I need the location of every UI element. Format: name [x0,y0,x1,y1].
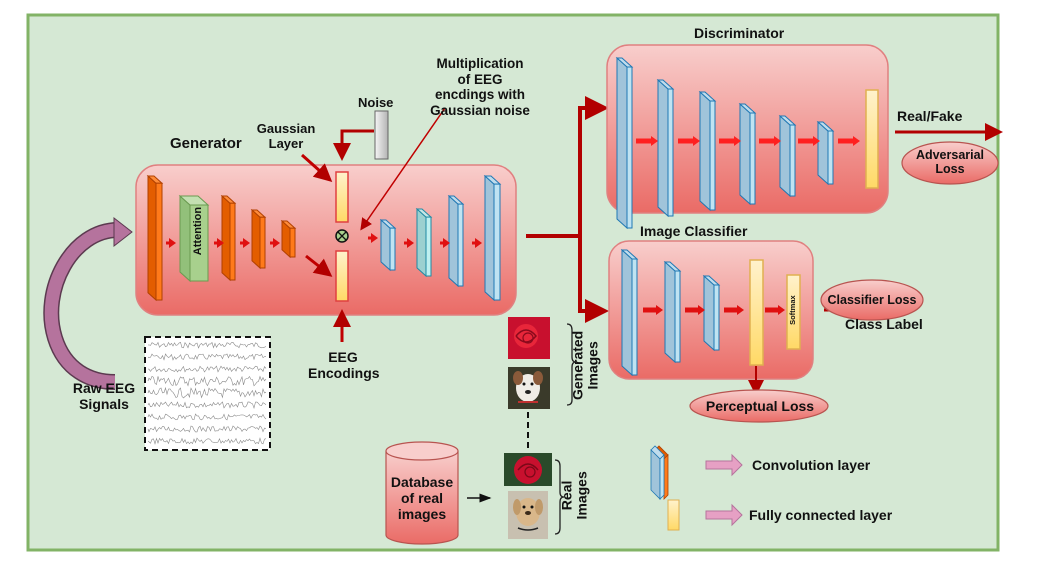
layer-arrow [643,305,663,315]
generated-images-label: Generated Images [569,330,601,401]
classifier-conv-layer [663,260,682,364]
classifier-title: Image Classifier [640,223,748,239]
eeg-encodings-label: EEG Encodings [308,349,380,382]
generator-conv-layer [250,208,267,270]
generator-deconv-layer [447,194,465,288]
discriminator-title: Discriminator [694,25,785,41]
generator-deconv-layer [379,218,397,272]
eeg-channel-trace [147,365,267,373]
generator-conv-layer [146,174,164,302]
eeg-channel-trace [147,437,267,445]
multiplication-note: Multiplication of EEG encdings with Gaus… [430,56,530,118]
eeg-channel-trace [147,413,267,421]
layer-arrow [214,238,224,248]
generated-images-brace [566,323,577,406]
attention-layer [178,194,210,283]
layer-arrow [636,136,658,146]
layer-arrow [719,136,741,146]
multiplication-pointer [360,107,446,231]
eeg-signal-plot [144,336,271,451]
gaussian-layer-pointer [301,153,333,182]
discriminator-conv-layer [816,120,835,186]
classifier-fc-layer [749,259,764,366]
gaussian-layer-label: Gaussian Layer [256,121,316,151]
legend-fc-label: Fully connected layer [749,507,893,523]
legend-fc-icon [667,499,680,531]
noise-label: Noise [358,95,394,110]
perceptual-loss-label: Perceptual Loss [705,398,815,414]
classifier-loss-ellipse [820,279,924,321]
layer-arrow [472,238,482,248]
layer-arrow [798,136,820,146]
gaussian-layer-top [335,171,349,223]
discriminator-layers [615,56,860,230]
raw-eeg-input-arrow[interactable] [43,216,133,390]
class-label-output: Class Label [845,316,923,332]
eeg-channel-trace [147,341,267,349]
eeg-channel-trace [147,353,267,361]
layer-arrow [759,136,781,146]
discriminator-conv-layer [615,56,634,230]
classifier-conv-layer [702,274,721,352]
softmax-layer [786,274,801,350]
classifier-conv-layer [620,248,639,377]
classifier-layers [620,248,785,377]
layer-arrow [270,238,280,248]
layer-arrow [440,238,450,248]
generator-conv-layer [220,194,237,282]
generator-deconv-layer [415,207,433,278]
multiply-symbol-text: ⊗ [334,226,350,227]
layer-arrow [678,136,700,146]
to-classifier-arrow[interactable] [578,236,609,323]
eeg-channel-trace [147,386,267,399]
layer-arrow [765,305,785,315]
classifier-loss-label: Classifier Loss [827,293,917,307]
legend-fc-arrow-icon [705,503,743,527]
real-fake-label: Real/Fake [897,108,963,124]
encoder-to-gaussian-arrow [305,254,333,277]
generator-title: Generator [170,135,242,152]
generator-deconv-layer [483,174,502,302]
to-discriminator-arrow[interactable] [578,96,609,236]
layer-arrow [404,238,414,248]
perceptual-loss-ellipse [689,389,829,423]
discriminator-conv-layer [738,102,757,206]
noise-arrow[interactable] [333,129,374,161]
real-rose-image [504,453,552,486]
generated-dog-image [508,367,550,409]
layer-arrow [724,305,744,315]
eeg-traces [147,341,267,445]
noise-block [374,110,389,160]
softmax-label: Softmax [787,295,797,325]
adversarial-loss-label: Adversarial Loss [915,148,985,177]
raw-eeg-label: Raw EEG Signals [72,380,136,413]
multiply-icon [335,229,349,243]
layer-arrow [166,238,176,248]
generator-conv-layer [280,219,297,259]
adversarial-loss-ellipse [901,141,999,185]
generator-layers [146,174,502,302]
legend-conv-label: Convolution layer [752,457,871,473]
discriminator-conv-layer [778,114,797,198]
real-images-label: Real Images [558,471,590,520]
database-label: Database of real images [390,474,454,523]
layer-arrow [240,238,250,248]
discriminator-conv-layer [698,90,717,212]
attention-label: Attention [191,206,204,256]
legend-conv-icon [650,445,669,500]
layer-arrow [685,305,705,315]
legend-conv-arrow-icon [705,453,743,477]
discriminator-fc-layer [865,89,879,189]
eeg-channel-trace [147,401,267,410]
eeg-channel-trace [147,375,267,387]
layer-arrow [368,233,378,243]
real-images-brace [554,459,565,535]
real-dog-image [508,491,548,539]
database-cylinder [385,441,459,545]
discriminator-conv-layer [656,78,675,218]
generated-rose-image [508,317,550,359]
eeg-channel-trace [147,425,267,433]
gaussian-layer-bottom [335,250,349,302]
layer-arrow [838,136,860,146]
